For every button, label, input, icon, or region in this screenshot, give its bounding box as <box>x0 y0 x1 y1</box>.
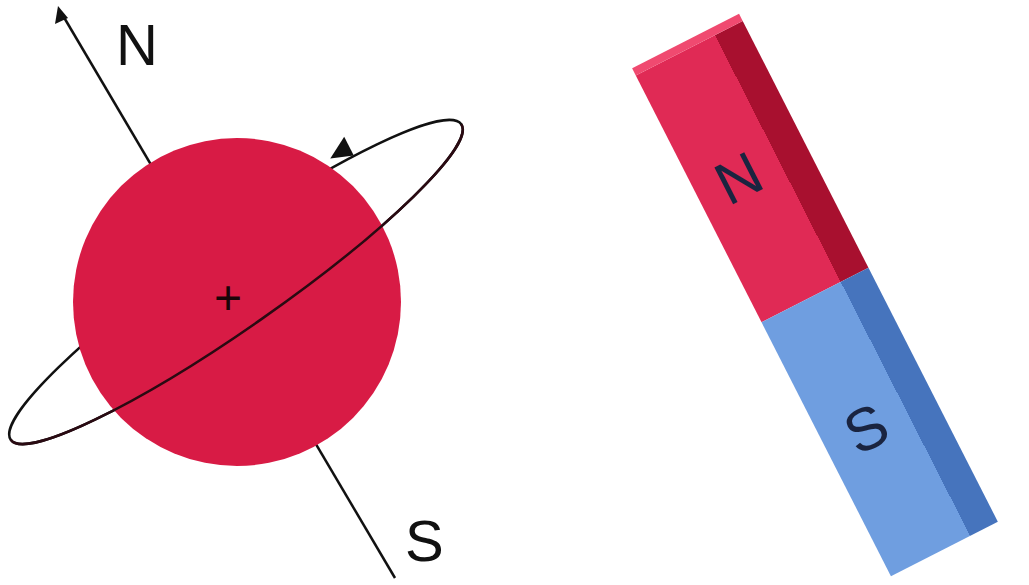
nucleus-sphere: + <box>72 137 402 467</box>
sphere-fill <box>73 138 401 466</box>
magnet-north-half: N <box>632 14 868 322</box>
orbit-front-arc <box>11 124 487 476</box>
pole-label: S <box>405 512 444 570</box>
pole-letter: N <box>706 142 772 215</box>
axis-arrowhead <box>55 6 68 24</box>
pole-letter: S <box>835 393 898 465</box>
charge-sign: + <box>214 274 242 322</box>
magnet-south-half: S <box>762 268 998 576</box>
orbit-arrowhead <box>325 137 357 168</box>
bar-magnet: NS <box>632 14 998 576</box>
orbit-ellipse <box>0 87 487 476</box>
pole-label: N <box>116 16 158 74</box>
